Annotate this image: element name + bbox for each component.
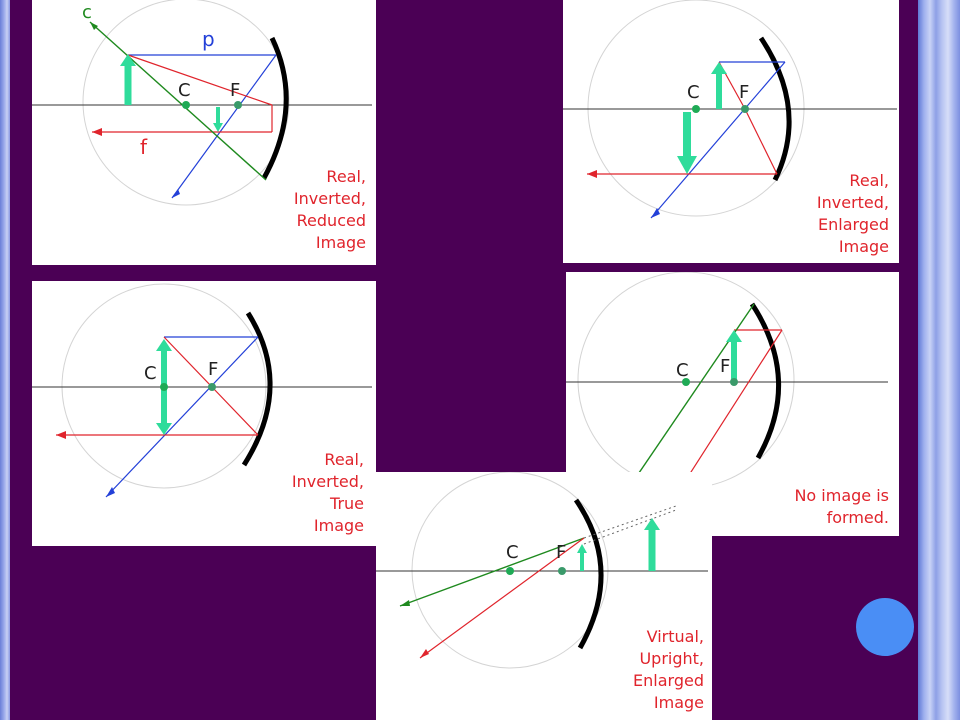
right-decorative-border	[918, 0, 960, 720]
label-F: F	[556, 542, 566, 563]
diagram-reduced: C F c p f	[32, 0, 372, 206]
diagram-true: C F	[32, 283, 372, 498]
panel-real-inverted-true: C F Real, Inverted, True Image	[32, 281, 376, 546]
label-C: C	[178, 80, 191, 101]
label-p: p	[202, 27, 215, 51]
left-decorative-border	[0, 0, 10, 720]
label-C: C	[144, 363, 157, 384]
caption-reduced: Real, Inverted, Reduced Image	[293, 167, 366, 252]
label-f: f	[140, 135, 148, 159]
label-C: C	[676, 360, 689, 381]
caption-no-image: No image is formed.	[794, 486, 889, 527]
blue-circle-button[interactable]	[856, 598, 914, 656]
caption-virtual: Virtual, Upright, Enlarged Image	[633, 627, 704, 712]
diagram-enlarged: C F	[563, 0, 897, 219]
label-F: F	[739, 82, 749, 103]
panel-real-inverted-enlarged: C F Real, Inverted, Enlarged Image	[563, 0, 899, 263]
label-F: F	[208, 359, 218, 380]
panel-real-inverted-reduced: C F c p f Real, Inverted, Reduced Image	[32, 0, 376, 265]
panel-virtual-upright-enlarged: C F Virtual, Upright, Enlarged Image	[376, 472, 712, 720]
label-C: C	[506, 542, 519, 563]
label-C: C	[687, 82, 700, 103]
label-F: F	[720, 356, 730, 377]
caption-true: Real, Inverted, True Image	[291, 450, 364, 535]
caption-enlarged: Real, Inverted, Enlarged Image	[816, 171, 889, 256]
label-c: c	[82, 2, 92, 23]
label-F: F	[230, 80, 240, 101]
diagram-virtual: C F	[376, 472, 708, 669]
